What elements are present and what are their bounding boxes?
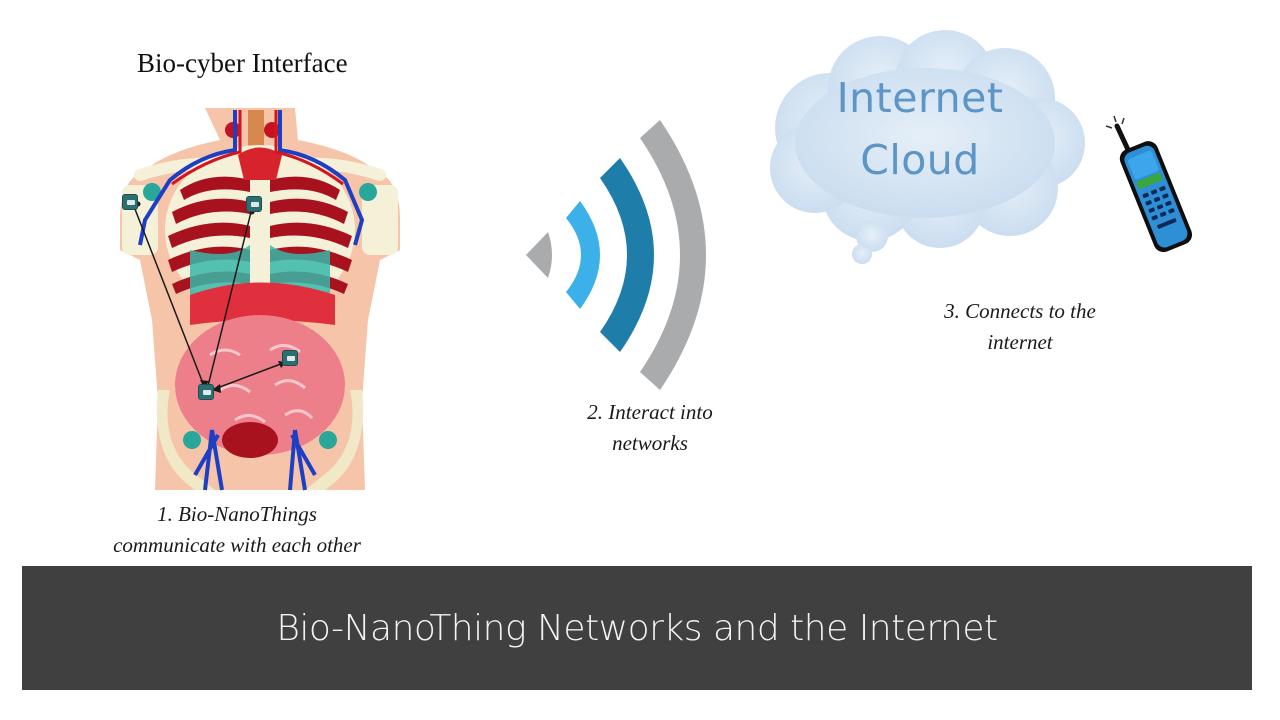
caption-step-2-line2: networks [612, 431, 688, 455]
cloud-label-line1: Internet [836, 74, 1004, 122]
cloud-icon [770, 30, 1085, 264]
caption-step-1-line1: 1. Bio-NanoThings [157, 502, 317, 526]
human-torso-anatomy-icon [120, 108, 400, 491]
slide-title: Bio-NanoThing Networks and the Internet [276, 607, 998, 649]
nano-node-icon [246, 196, 262, 212]
title-bar: Bio-NanoThing Networks and the Internet [22, 566, 1252, 690]
nano-node-icon [122, 194, 138, 210]
caption-step-3-line2: internet [987, 330, 1053, 354]
cloud-label-line2: Cloud [860, 136, 980, 184]
caption-step-1: 1. Bio-NanoThings communicate with each … [62, 499, 412, 561]
caption-step-3: 3. Connects to the internet [880, 296, 1160, 358]
wireless-signal-icon [526, 120, 706, 390]
caption-step-2-line1: 2. Interact into [587, 400, 713, 424]
nano-node-icon [198, 384, 214, 400]
cloud-label: Internet Cloud [780, 67, 1060, 191]
mobile-phone-icon [1105, 115, 1193, 252]
bio-cyber-heading: Bio-cyber Interface [137, 48, 348, 78]
caption-step-1-line2: communicate with each other [113, 533, 361, 557]
caption-step-2: 2. Interact into networks [520, 397, 780, 459]
caption-step-3-line1: 3. Connects to the [944, 299, 1096, 323]
nano-node-icon [282, 350, 298, 366]
